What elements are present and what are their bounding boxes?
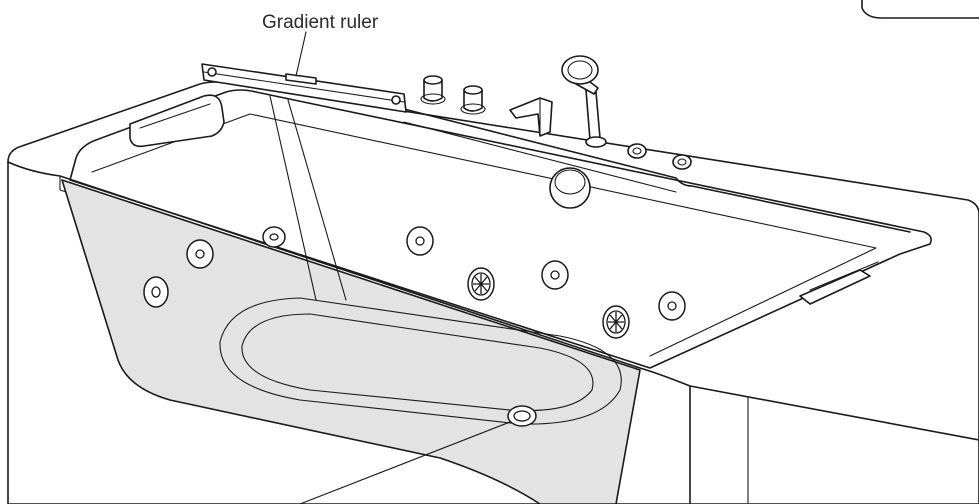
water-jet	[143, 276, 169, 308]
corner-tab-outline	[861, 0, 979, 19]
water-jet	[541, 260, 569, 290]
control-knob-icon	[627, 143, 647, 159]
basin-floor	[219, 297, 622, 425]
gradient-ruler	[201, 63, 407, 113]
dome-light-icon	[549, 167, 591, 209]
overflow-control	[799, 269, 871, 305]
faucet-spout-icon	[509, 97, 553, 137]
water-jet	[262, 226, 286, 248]
interior-line-2	[287, 99, 347, 301]
water-jet	[406, 226, 434, 256]
faucet-deck	[399, 107, 911, 233]
water-jet	[186, 239, 214, 269]
hand-shower-icon	[561, 55, 607, 148]
control-knob-icon	[420, 75, 446, 105]
water-jet	[658, 291, 686, 321]
control-knob-icon	[460, 85, 486, 115]
inner-rim	[69, 89, 932, 369]
basin-floor-inner	[241, 313, 594, 412]
control-knob-icon	[672, 154, 692, 170]
interior-line-1	[269, 95, 317, 301]
rotary-jet	[467, 267, 495, 301]
gradient-ruler-label: Gradient ruler	[262, 12, 379, 33]
headrest-pillow-crease	[139, 103, 211, 129]
drain-leader	[299, 421, 511, 504]
faucet-deck-top	[403, 121, 677, 193]
headrest-pillow	[129, 94, 225, 148]
gradient-ruler-leader	[295, 31, 307, 77]
rotary-jet	[602, 305, 630, 339]
front-deck-edge	[7, 161, 979, 441]
overflow-control-line	[809, 261, 879, 291]
drain	[507, 405, 537, 427]
